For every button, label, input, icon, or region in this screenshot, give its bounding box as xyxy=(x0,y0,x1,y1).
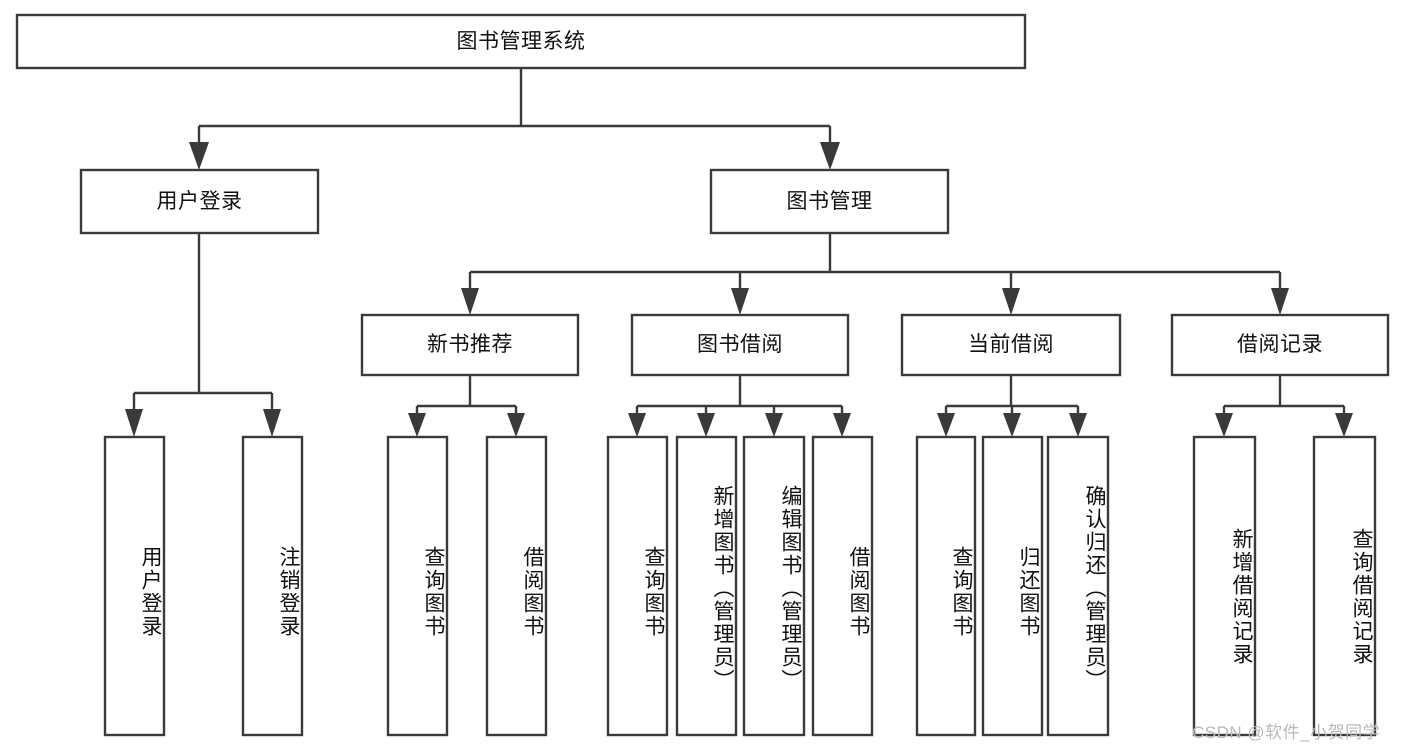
arrow-head-icon xyxy=(937,413,955,437)
arrow-head-icon xyxy=(820,142,840,170)
node-box-leaf-user-logout[interactable] xyxy=(241,435,304,737)
arrow-head-icon xyxy=(1003,413,1021,437)
arrow-head-icon xyxy=(1215,413,1233,437)
arrow-head-icon xyxy=(408,413,426,437)
connector-new-book-recommend-to-leaves xyxy=(408,375,525,437)
connector-book-management-to-level3 xyxy=(461,233,1289,315)
node-box-user-login[interactable] xyxy=(79,168,320,235)
node-box-leaf-query-book-borrow[interactable] xyxy=(606,435,669,737)
node-box-borrow-record[interactable] xyxy=(1170,313,1390,377)
node-box-leaf-user-login[interactable] xyxy=(103,435,166,737)
node-box-book-borrow[interactable] xyxy=(630,313,850,377)
arrow-head-icon xyxy=(833,413,851,437)
arrow-head-icon xyxy=(697,413,715,437)
arrow-head-icon xyxy=(189,142,209,170)
connector-book-borrow-to-leaves xyxy=(628,375,851,437)
arrow-head-icon xyxy=(1335,413,1353,437)
arrow-head-icon xyxy=(263,409,281,437)
node-box-leaf-edit-book[interactable] xyxy=(742,435,806,737)
connector-current-borrow-to-leaves xyxy=(937,375,1087,437)
node-box-leaf-query-borrow-record[interactable] xyxy=(1312,435,1377,737)
connector-user-login-to-leaves xyxy=(125,233,281,437)
arrow-head-icon xyxy=(1271,288,1289,315)
arrow-head-icon xyxy=(731,288,749,315)
connector-borrow-record-to-leaves xyxy=(1215,375,1353,437)
arrow-head-icon xyxy=(628,413,646,437)
arrow-head-icon xyxy=(765,413,783,437)
node-box-root[interactable] xyxy=(15,13,1027,70)
node-box-leaf-query-book-rec[interactable] xyxy=(386,435,449,737)
node-box-new-book-recommend[interactable] xyxy=(360,313,580,377)
node-box-leaf-borrow-book[interactable] xyxy=(811,435,874,737)
node-box-leaf-return-book[interactable] xyxy=(981,435,1044,737)
node-box-leaf-query-book-current[interactable] xyxy=(915,435,977,737)
node-box-leaf-add-book[interactable] xyxy=(675,435,738,737)
node-box-leaf-borrow-book-rec[interactable] xyxy=(485,435,548,737)
arrow-head-icon xyxy=(1002,288,1020,315)
node-box-leaf-add-borrow-record[interactable] xyxy=(1192,435,1257,737)
node-box-book-management[interactable] xyxy=(709,168,950,235)
connector-root-to-level2 xyxy=(189,68,840,170)
arrow-head-icon xyxy=(461,288,479,315)
arrow-head-icon xyxy=(125,409,143,437)
arrow-head-icon xyxy=(1069,413,1087,437)
node-box-current-borrow[interactable] xyxy=(900,313,1122,377)
arrow-head-icon xyxy=(507,413,525,437)
node-box-leaf-confirm-return[interactable] xyxy=(1046,435,1110,737)
